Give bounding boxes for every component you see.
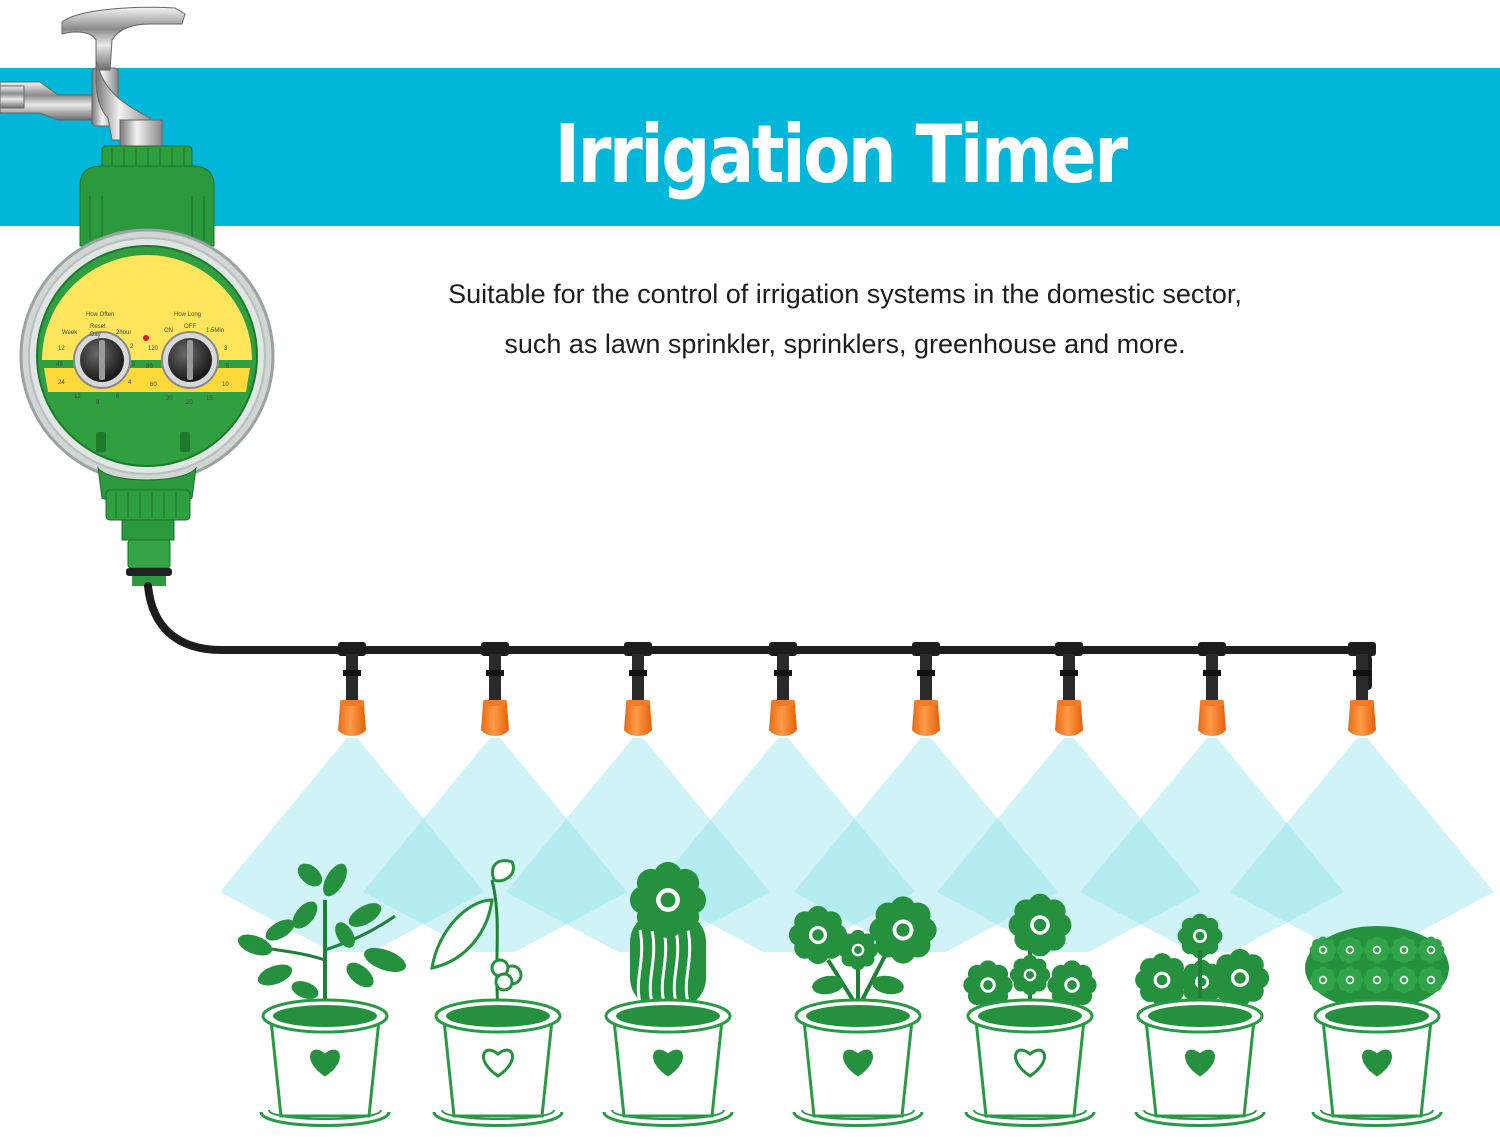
potted-plants-row bbox=[237, 859, 1449, 1127]
sprinkler-nozzle-icon bbox=[624, 642, 652, 736]
heart-icon bbox=[482, 1048, 514, 1078]
dial-scale-value: 8 bbox=[96, 400, 100, 406]
dial-label-1-5min: 1.5Min bbox=[206, 328, 224, 334]
potted-plant bbox=[788, 896, 937, 1127]
sprinkler-nozzle-icon bbox=[481, 642, 509, 736]
sprinkler-nozzle-icon bbox=[912, 642, 940, 736]
dial-scale-value: 48 bbox=[56, 362, 63, 368]
timer-device: How Often Reset Week Day 2hour 12 48 24 … bbox=[19, 145, 275, 586]
potted-plant bbox=[1134, 913, 1270, 1127]
heart-icon bbox=[1185, 1049, 1215, 1077]
potted-plant bbox=[1305, 926, 1449, 1127]
potted-plant bbox=[602, 861, 734, 1127]
faucet-icon bbox=[0, 6, 186, 147]
dial-scale-value: 2 bbox=[130, 344, 134, 350]
dial-heading-how-often: How Often bbox=[86, 312, 114, 318]
water-spray bbox=[220, 738, 484, 952]
timer-right-dial-text: How Long ON OFF 1.5Min 120 90 60 30 20 1… bbox=[146, 312, 230, 406]
sprinkler-nozzle-icon bbox=[338, 642, 366, 736]
dial-label-reset: Reset bbox=[90, 324, 106, 330]
dial-scale-value: 3 bbox=[132, 362, 136, 368]
potted-plant bbox=[963, 893, 1097, 1127]
sprinkler-nozzle-icon bbox=[1055, 642, 1083, 736]
dial-scale-value: 10 bbox=[222, 382, 229, 388]
irrigation-pipe bbox=[144, 582, 1372, 690]
potted-plant bbox=[430, 859, 564, 1127]
water-spray bbox=[363, 738, 627, 952]
dial-scale-value: 90 bbox=[146, 364, 153, 370]
water-spray bbox=[1080, 738, 1344, 952]
dial-label-week: Week bbox=[62, 330, 78, 336]
dial-scale-value: 20 bbox=[186, 400, 193, 406]
dial-scale-value: 15 bbox=[206, 396, 213, 402]
dial-scale-value: 60 bbox=[150, 382, 157, 388]
water-spray bbox=[651, 738, 915, 952]
page-title: Irrigation Timer bbox=[554, 108, 1128, 201]
dial-scale-value: 12 bbox=[58, 346, 65, 352]
dial-scale-value: 5 bbox=[226, 364, 230, 370]
water-spray bbox=[937, 738, 1201, 952]
sprinkler-nozzle-icon bbox=[1348, 642, 1376, 736]
dial-heading-how-long: How Long bbox=[174, 312, 201, 318]
dial-label-day: Day bbox=[90, 332, 101, 338]
dial-label-off: OFF bbox=[184, 324, 196, 330]
dial-scale-value: 24 bbox=[58, 380, 65, 386]
sprinkler-nozzle-icon bbox=[1198, 642, 1226, 736]
title-banner bbox=[0, 68, 1500, 226]
dial-scale-value: 4 bbox=[128, 380, 132, 386]
dial-label-on: ON bbox=[164, 328, 173, 334]
description-line-2: such as lawn sprinkler, sprinklers, gree… bbox=[504, 329, 1186, 359]
sprinkler-nozzle-icon bbox=[769, 642, 797, 736]
sprinkler-row bbox=[338, 642, 1376, 736]
dial-scale-value: 6 bbox=[116, 394, 120, 400]
dial-scale-value: 120 bbox=[148, 346, 159, 352]
heart-icon bbox=[843, 1049, 873, 1077]
dial-scale-value: 3 bbox=[224, 346, 228, 352]
heart-icon bbox=[653, 1049, 683, 1077]
heart-icon bbox=[310, 1049, 340, 1077]
dial-label-2hour: 2hour bbox=[116, 330, 131, 336]
water-spray bbox=[794, 738, 1058, 952]
timer-left-dial-text: How Often Reset Week Day 2hour 12 48 24 … bbox=[56, 312, 136, 406]
water-spray-group bbox=[220, 738, 1494, 952]
potted-plant bbox=[237, 863, 406, 1127]
description-line-1: Suitable for the control of irrigation s… bbox=[448, 279, 1242, 309]
dial-scale-value: 30 bbox=[166, 396, 173, 402]
water-spray bbox=[1230, 738, 1494, 952]
heart-icon bbox=[1014, 1048, 1046, 1078]
heart-icon bbox=[1362, 1049, 1392, 1077]
dial-scale-value: 12 bbox=[74, 394, 81, 400]
